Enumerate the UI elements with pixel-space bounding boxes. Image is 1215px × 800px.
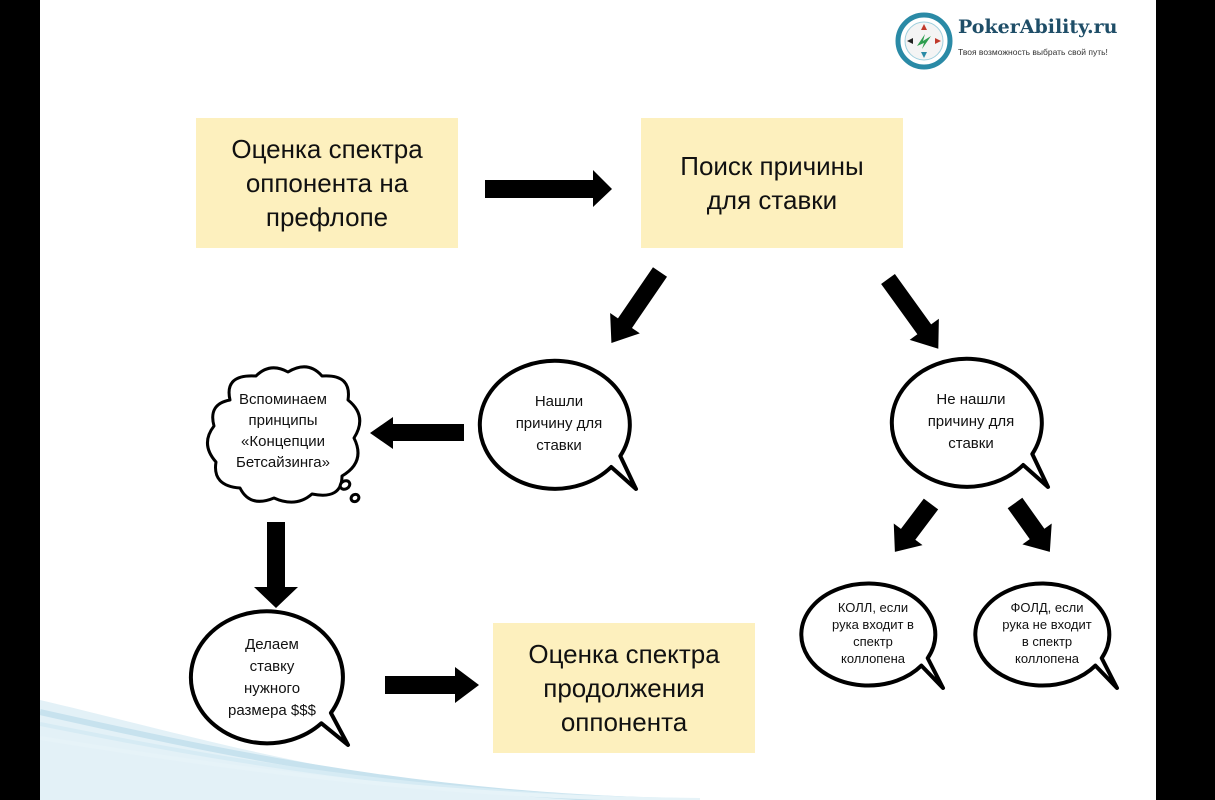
bubble-make-bet-text: Делаем ставку нужного размера $$$	[228, 636, 316, 719]
arrow-bet-to-continuation	[385, 667, 479, 703]
slide: PokerAbility.ru Твоя возможность выбрать…	[40, 0, 1156, 800]
bubble-call-text: КОЛЛ, если рука входит в спектр коллопен…	[832, 600, 914, 666]
arrow-not-found-to-call	[893, 498, 939, 552]
bubble-recall-principles-text: Вспоминаем принципы «Концепции Бетсайзин…	[236, 391, 330, 471]
arrow-found-to-recall	[370, 417, 464, 449]
logo-emblem-icon	[895, 12, 953, 70]
arrow-not-found-to-fold	[1007, 497, 1052, 552]
bubble-fold: ФОЛД, если рука не входит в спектр колло…	[973, 581, 1119, 690]
arrow-search-to-found	[610, 267, 668, 343]
box-estimate-preflop-text: Оценка спектра оппонента на префлопе	[231, 134, 423, 232]
box-estimate-continuation: Оценка спектра продолжения оппонента	[493, 623, 755, 753]
bubble-found-reason: Нашли причину для ставки	[477, 358, 638, 495]
logo-name: PokerAbility.ru	[958, 16, 1118, 38]
arrow-recall-to-bet	[254, 522, 298, 608]
decorative-wave	[40, 700, 701, 800]
box-search-reason-text: Поиск причины для ставки	[680, 151, 864, 215]
pokerability-logo: PokerAbility.ru Твоя возможность выбрать…	[895, 12, 1135, 72]
bubble-found-reason-text: Нашли причину для ставки	[515, 393, 603, 454]
bubble-not-found-reason-text: Не нашли причину для ставки	[927, 391, 1015, 452]
bubble-call: КОЛЛ, если рука входит в спектр коллопен…	[799, 581, 945, 690]
arrow-search-to-not-found	[881, 274, 939, 349]
flow-arrows	[254, 170, 1052, 703]
box-estimate-continuation-text: Оценка спектра продолжения оппонента	[528, 639, 720, 737]
logo-tagline: Твоя возможность выбрать свой путь!	[958, 47, 1108, 57]
box-search-reason: Поиск причины для ставки	[641, 118, 903, 248]
bubble-recall-principles: Вспоминаем принципы «Концепции Бетсайзин…	[204, 360, 364, 510]
bubble-fold-text: ФОЛД, если рука не входит в спектр колло…	[1002, 600, 1092, 666]
bubble-make-bet: Делаем ставку нужного размера $$$	[188, 609, 350, 750]
bubble-not-found-reason: Не нашли причину для ставки	[889, 356, 1050, 493]
arrow-preflop-to-search	[485, 170, 612, 207]
box-estimate-preflop: Оценка спектра оппонента на префлопе	[196, 118, 458, 248]
